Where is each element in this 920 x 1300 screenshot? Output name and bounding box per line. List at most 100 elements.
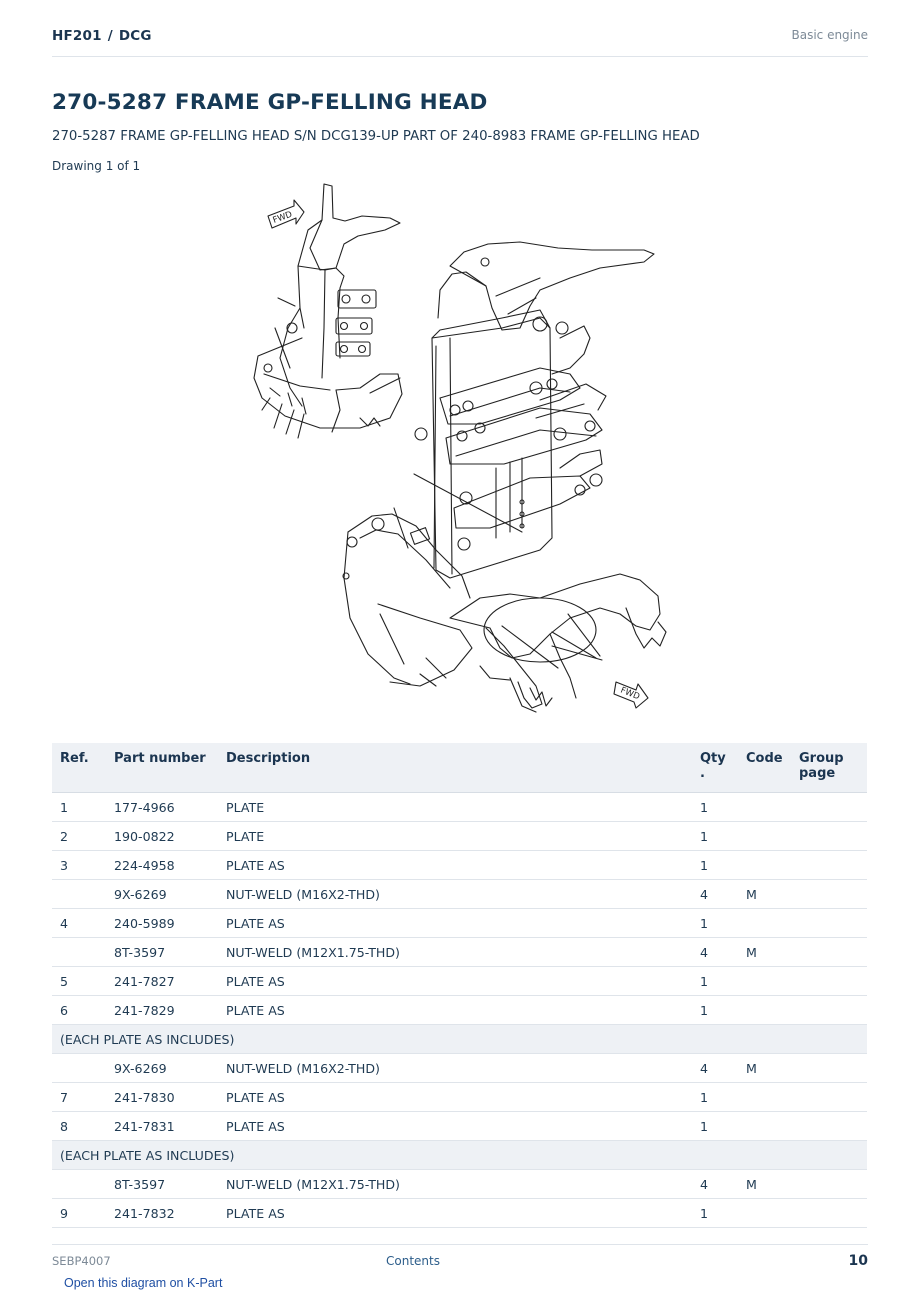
code-cell: [738, 821, 791, 851]
qty-cell: 4: [692, 1169, 738, 1199]
group-page-cell: [791, 1169, 867, 1199]
part-number-cell: 241-7831: [106, 1111, 218, 1141]
description-cell: PLATE: [218, 821, 692, 851]
serial-prefix-label: DCG: [118, 28, 152, 44]
description-cell: PLATE AS: [218, 1111, 692, 1141]
qty-cell: 1: [692, 850, 738, 880]
part-number-cell: 241-7829: [106, 995, 218, 1025]
qty-cell: 1: [692, 966, 738, 996]
group-page-cell: [791, 995, 867, 1025]
description-cell: PLATE AS: [218, 1198, 692, 1228]
main-assembly-drawing: FWD: [342, 241, 667, 713]
description-cell: NUT-WELD (M12X1.75-THD): [218, 1169, 692, 1199]
ref-cell: 4: [52, 908, 106, 938]
code-cell: M: [738, 1053, 791, 1083]
ref-cell: 5: [52, 966, 106, 996]
part-number-cell: 9X-6269: [106, 1053, 218, 1083]
description-cell: NUT-WELD (M16X2-THD): [218, 879, 692, 909]
qty-cell: 1: [692, 821, 738, 851]
col-description-header: Description: [218, 743, 692, 793]
part-number-cell: 9X-6269: [106, 879, 218, 909]
col-code-header: Code: [738, 743, 791, 793]
code-cell: [738, 908, 791, 938]
col-ref-header: Ref.: [52, 743, 106, 793]
code-cell: [738, 966, 791, 996]
qty-cell: 1: [692, 1082, 738, 1112]
qty-cell: 1: [692, 1198, 738, 1228]
qty-cell: 1: [692, 995, 738, 1025]
code-cell: M: [738, 879, 791, 909]
col-qty-header: Qty .: [692, 743, 738, 793]
qty-cell: 1: [692, 908, 738, 938]
model-label: HF201: [52, 28, 102, 44]
drawing-count-label: Drawing 1 of 1: [52, 159, 141, 173]
part-number-cell: 241-7830: [106, 1082, 218, 1112]
col-part-number-header: Part number: [106, 743, 218, 793]
code-cell: [738, 995, 791, 1025]
parts-diagram: FWD: [240, 178, 680, 723]
group-page-cell: [791, 792, 867, 822]
section-label: Basic engine: [791, 28, 868, 42]
ref-cell: [52, 1169, 106, 1199]
ref-cell: 3: [52, 850, 106, 880]
part-number-cell: 8T-3597: [106, 1169, 218, 1199]
ref-cell: 2: [52, 821, 106, 851]
open-kpart-link[interactable]: Open this diagram on K-Part: [64, 1276, 223, 1290]
note-row: (EACH PLATE AS INCLUDES): [52, 1024, 867, 1054]
ref-cell: [52, 937, 106, 967]
group-page-cell: [791, 1198, 867, 1228]
description-cell: PLATE AS: [218, 995, 692, 1025]
description-cell: NUT-WELD (M16X2-THD): [218, 1053, 692, 1083]
part-number-cell: 177-4966: [106, 792, 218, 822]
code-cell: M: [738, 1169, 791, 1199]
note-row: (EACH PLATE AS INCLUDES): [52, 1140, 867, 1170]
description-cell: PLATE AS: [218, 850, 692, 880]
page-title: 270-5287 FRAME GP-FELLING HEAD: [52, 90, 488, 115]
qty-cell: 1: [692, 1111, 738, 1141]
description-cell: NUT-WELD (M12X1.75-THD): [218, 937, 692, 967]
ref-cell: 7: [52, 1082, 106, 1112]
code-cell: [738, 792, 791, 822]
description-cell: PLATE AS: [218, 966, 692, 996]
qty-cell: 4: [692, 879, 738, 909]
description-cell: PLATE AS: [218, 908, 692, 938]
note-cell: (EACH PLATE AS INCLUDES): [52, 1140, 867, 1170]
group-page-cell: [791, 937, 867, 967]
code-cell: M: [738, 937, 791, 967]
qty-cell: 4: [692, 937, 738, 967]
document-id: SEBP4007: [52, 1254, 111, 1268]
group-page-cell: [791, 821, 867, 851]
group-page-cell: [791, 879, 867, 909]
note-cell: (EACH PLATE AS INCLUDES): [52, 1024, 867, 1054]
group-page-cell: [791, 908, 867, 938]
parts-table: Ref. Part number Description Qty . Code …: [52, 743, 867, 1228]
code-cell: [738, 1082, 791, 1112]
ref-cell: 8: [52, 1111, 106, 1141]
parts-table-header: Ref. Part number Description Qty . Code …: [52, 743, 867, 793]
ref-cell: [52, 1053, 106, 1083]
fwd-label-bottom: FWD: [619, 686, 642, 703]
contents-link[interactable]: Contents: [386, 1254, 440, 1268]
page-footer: SEBP4007 Contents 10: [52, 1244, 868, 1271]
part-number-cell: 241-7827: [106, 966, 218, 996]
description-cell: PLATE: [218, 792, 692, 822]
qty-cell: 4: [692, 1053, 738, 1083]
group-page-cell: [791, 850, 867, 880]
group-page-cell: [791, 1082, 867, 1112]
ref-cell: 1: [52, 792, 106, 822]
page-header: HF201/DCG Basic engine: [52, 28, 868, 57]
ref-cell: 9: [52, 1198, 106, 1228]
code-cell: [738, 1111, 791, 1141]
group-page-cell: [791, 1053, 867, 1083]
part-number-cell: 241-7832: [106, 1198, 218, 1228]
